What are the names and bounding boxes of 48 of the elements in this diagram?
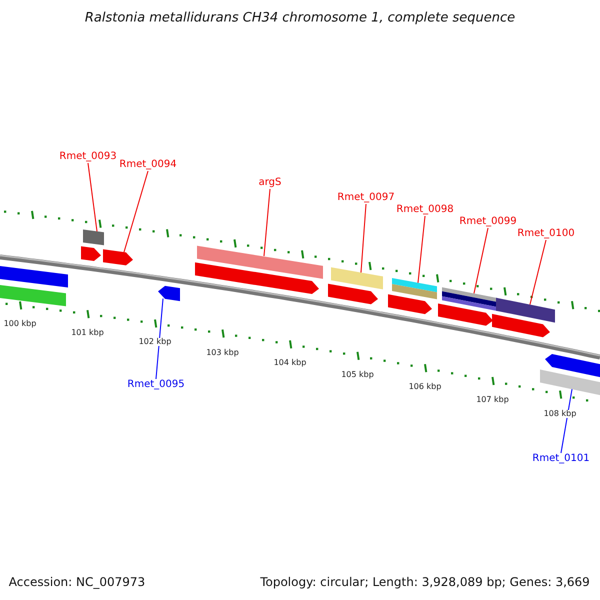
leader-line [264,188,270,257]
sequence-summary: Topology: circular; Length: 3,928,089 bp; Genes: 3,669 [260,576,590,588]
gene-label: argS [258,178,282,188]
scale-label: 100 kbp [4,320,36,328]
scale-label: 107 kbp [476,396,509,404]
gene-label: Rmet_0094 [119,160,177,170]
gene-bar [442,287,498,312]
gene-label: Rmet_0093 [59,152,117,162]
gene-block [388,294,432,314]
gene-bar [0,285,66,306]
gene-block [195,262,319,294]
scale-label: 105 kbp [341,370,374,379]
leader-line [560,388,572,454]
scale-label: 102 kbp [138,338,172,346]
gene-label: Rmet_0101 [532,454,590,464]
gene-block [438,304,493,326]
gene-block [158,286,180,302]
scale-label: 103 kbp [206,348,239,357]
gene-bar [540,370,600,396]
gene-bar [197,246,323,279]
scale-label: 108 kbp [544,410,576,418]
scale-label: 101 kbp [71,329,104,338]
gene-label: Rmet_0097 [337,193,395,203]
gene-block [545,354,600,378]
leader-line [474,228,488,294]
gene-bar [0,266,68,288]
leader-line [124,170,148,253]
accession-text: Accession: NC_007973 [8,576,146,588]
gene-block [103,249,133,266]
gene-label: Rmet_0099 [459,217,517,227]
gene-block [81,246,101,261]
leader-line [418,216,426,284]
gene-label: Rmet_0095 [127,380,185,390]
gene-bar [331,267,383,290]
leader-line [156,298,164,380]
gene-block [492,314,550,338]
diagram-title: Ralstonia metallidurans CH34 chromosome 1, complete sequence [84,12,516,24]
scale-label: 104 kbp [274,359,306,368]
scale-label: 106 kbp [408,383,442,392]
leader-line [88,162,98,232]
leader-line [360,204,366,273]
gene-bar [496,298,555,323]
gene-block [328,284,378,304]
gene-bar [392,278,437,300]
gene-label: Rmet_0100 [517,229,575,239]
gene-label: Rmet_0098 [396,205,454,215]
leader-line [530,240,546,305]
gene-bar [83,230,104,246]
